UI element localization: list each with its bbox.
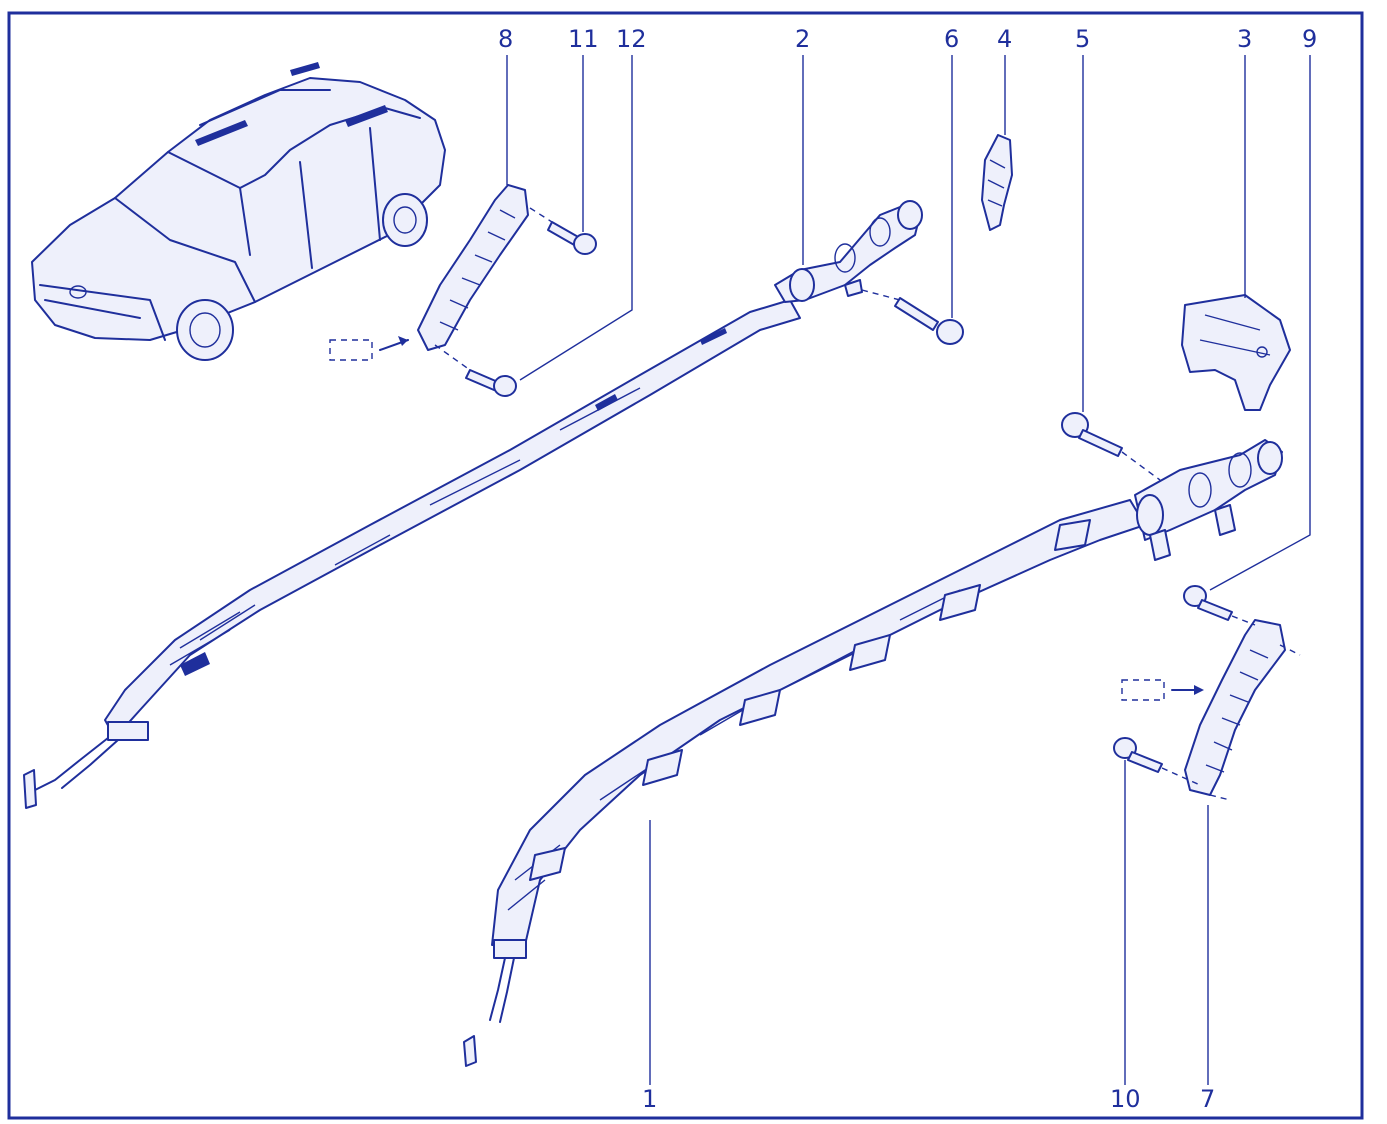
screw-part-9 <box>1183 585 1233 621</box>
left-curtain-airbag <box>23 200 923 809</box>
callout-10: 10 <box>1110 1085 1141 1113</box>
callout-4: 4 <box>997 25 1012 53</box>
callout-2: 2 <box>795 25 810 53</box>
callout-12: 12 <box>616 25 647 53</box>
leader-lines <box>506 55 1311 1085</box>
dashed-rectangle-marker-icon <box>329 336 409 361</box>
diagram-frame <box>7 11 1364 1120</box>
screw-part-12 <box>465 369 517 397</box>
callout-1: 1 <box>642 1085 657 1113</box>
right-curtain-airbag <box>463 439 1283 1067</box>
bracket-right-part-7 <box>1184 619 1286 796</box>
screw-part-10 <box>1113 737 1163 773</box>
callout-3: 3 <box>1237 25 1252 53</box>
clip-part-4 <box>981 134 1013 231</box>
callout-7: 7 <box>1200 1085 1215 1113</box>
callout-5: 5 <box>1075 25 1090 53</box>
bracket-left-part-8 <box>417 184 529 351</box>
dashed-rectangle-marker-icon <box>1121 679 1204 701</box>
callout-6: 6 <box>944 25 959 53</box>
station-wagon-car-icon <box>31 62 446 361</box>
bracket-part-3 <box>1181 294 1291 411</box>
callout-11: 11 <box>568 25 599 53</box>
screw-part-6 <box>894 297 964 345</box>
screw-part-11 <box>547 221 597 255</box>
callout-8: 8 <box>498 25 513 53</box>
screw-part-5 <box>1061 412 1123 457</box>
callout-9: 9 <box>1302 25 1317 53</box>
